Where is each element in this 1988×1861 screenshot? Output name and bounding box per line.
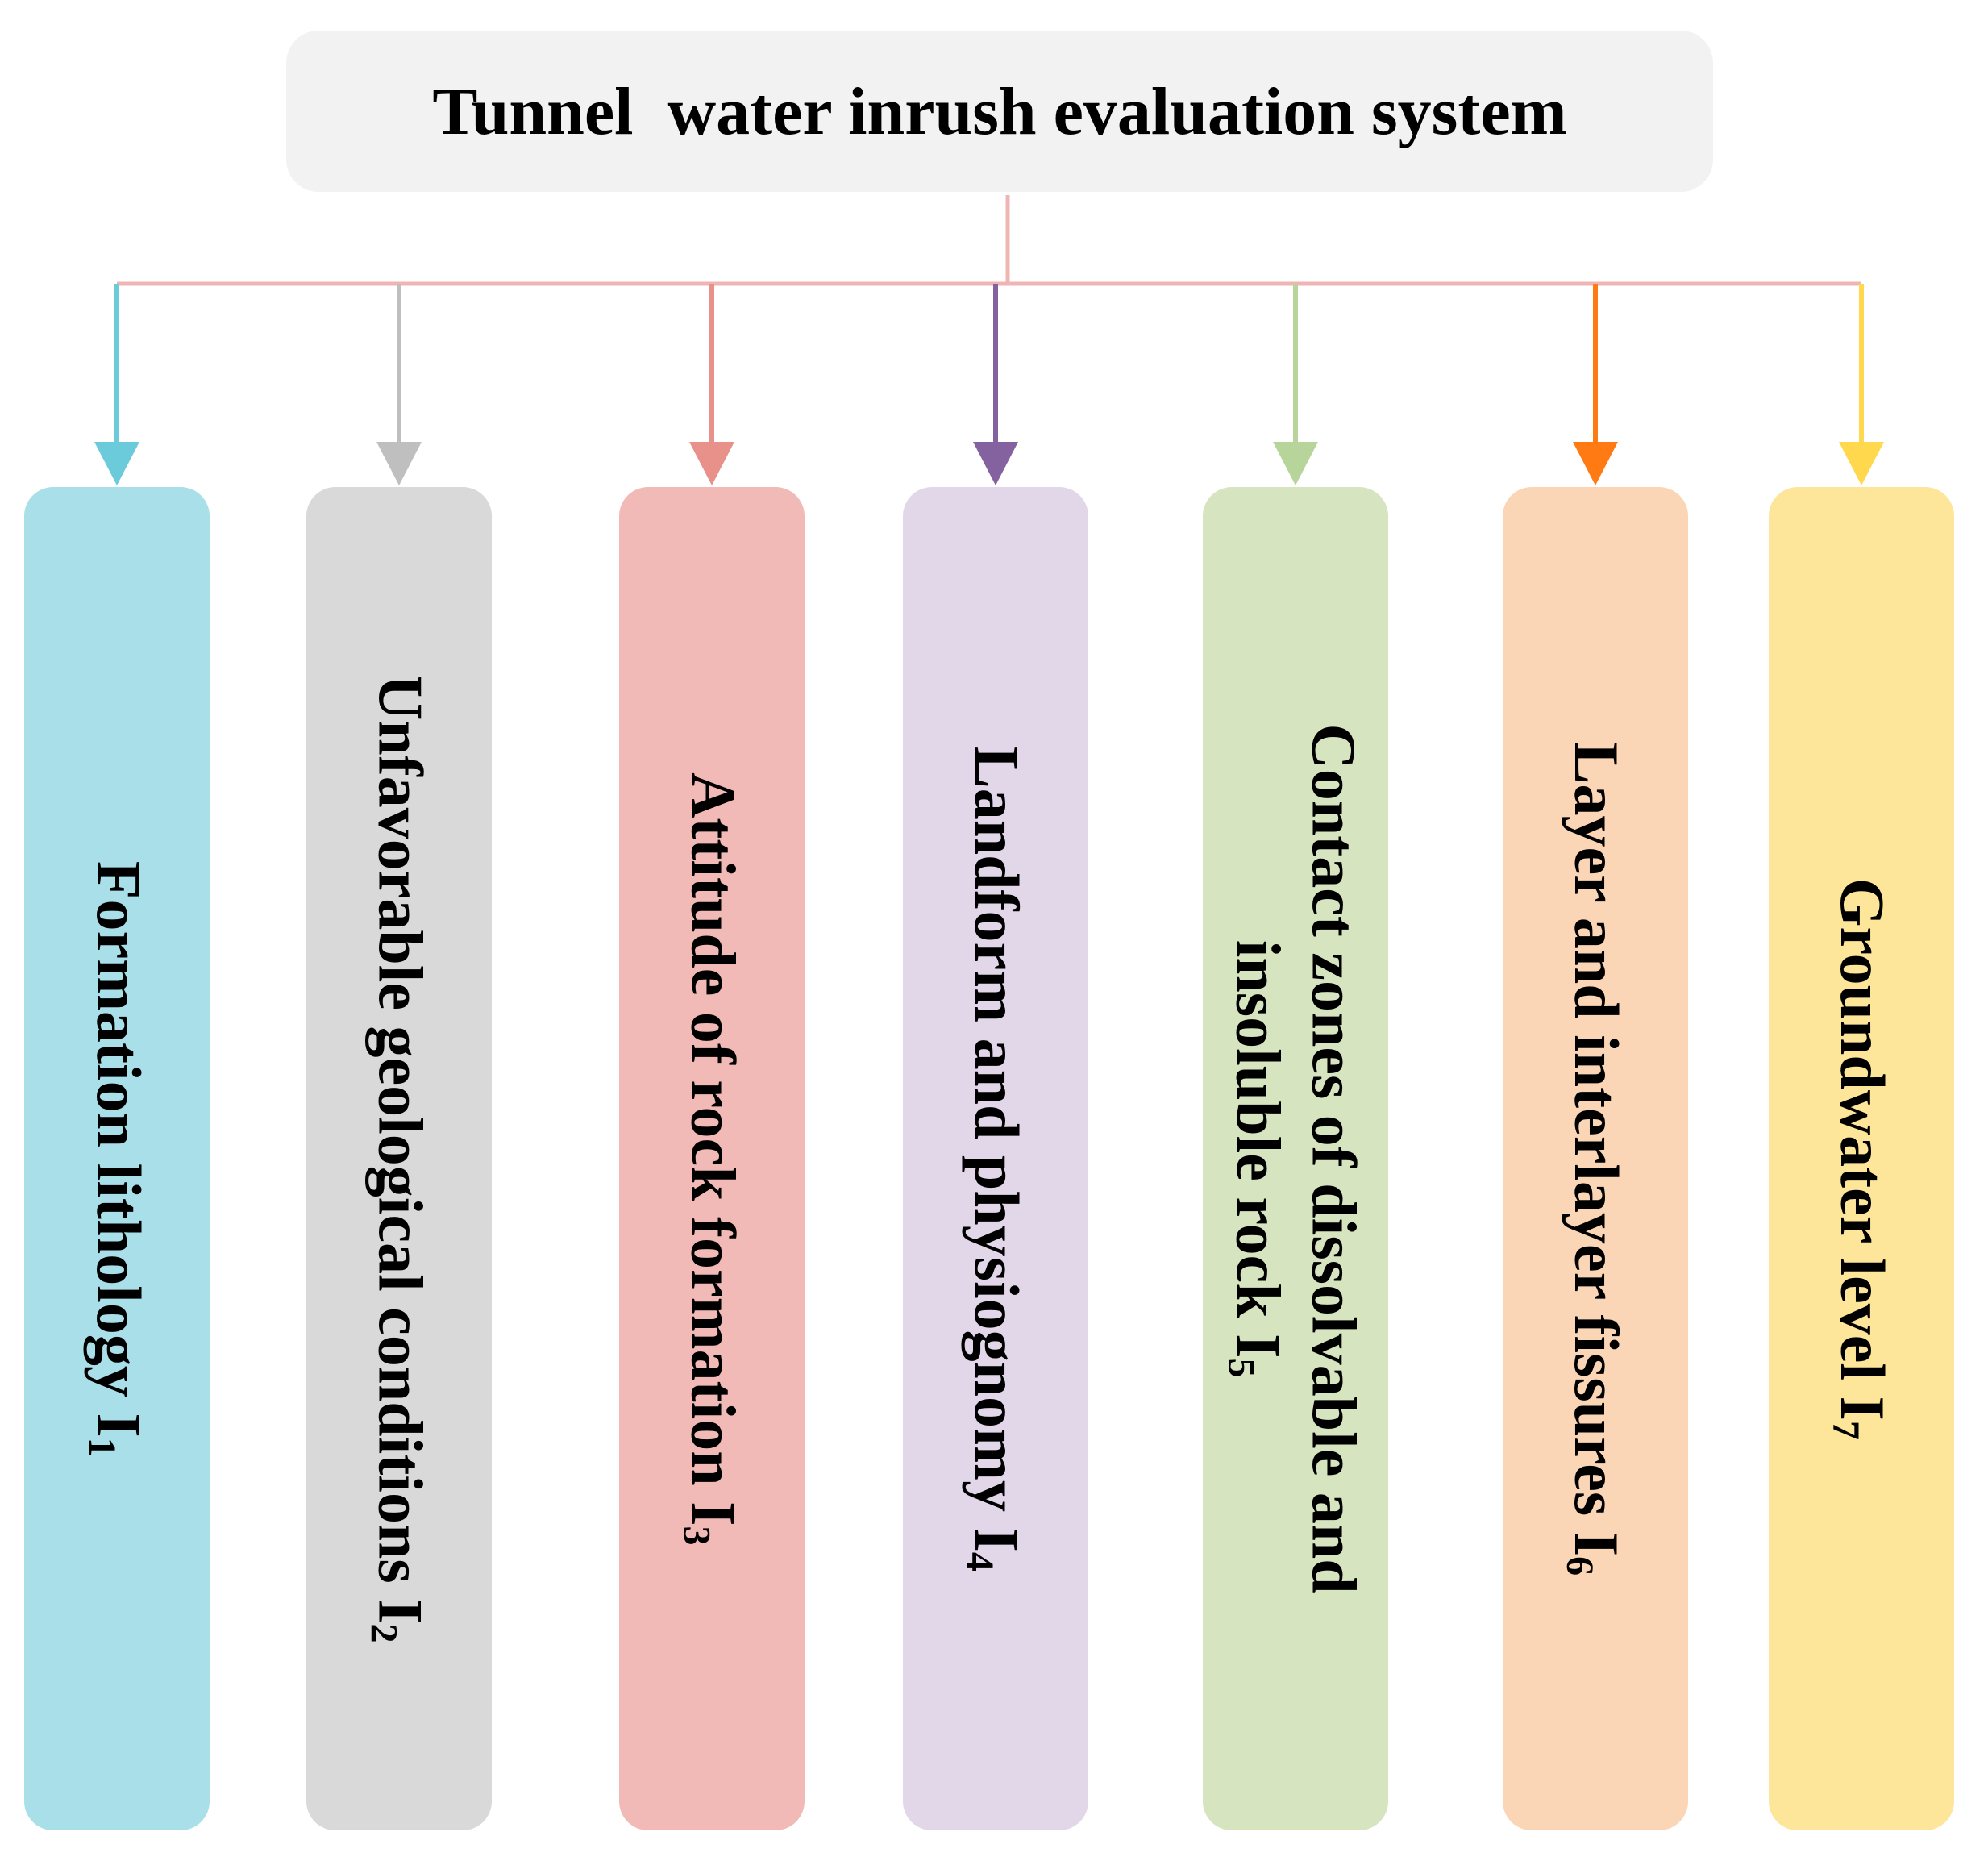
factor-label-wrap: Attitude of rock formation I3 <box>619 487 805 1830</box>
factor-index-subscript: 1 <box>80 1437 123 1457</box>
factor-label-text: Attitude of rock formation I <box>678 772 749 1526</box>
factor-label-text: Contact zones of dissolvable and <box>1300 723 1370 1594</box>
factor-label: Layer and interlayer fissures I6 <box>1557 742 1635 1576</box>
factor-label-line: Layer and interlayer fissures I6 <box>1557 742 1635 1576</box>
factor-label-text: Formation lithology I <box>83 860 154 1438</box>
arrow-head-2 <box>376 442 422 485</box>
factor-node-6: Layer and interlayer fissures I6 <box>1503 487 1688 1830</box>
factor-node-7: Groundwater level I7 <box>1769 487 1954 1830</box>
factor-index-subscript: 4 <box>959 1551 1002 1572</box>
factor-label: Landform and physiognomy I4 <box>957 746 1035 1571</box>
factor-label-wrap: Groundwater level I7 <box>1769 487 1954 1830</box>
factor-index-subscript: 6 <box>1558 1555 1602 1576</box>
factor-label-line: Contact zones of dissolvable and <box>1297 723 1373 1593</box>
factor-label-wrap: Landform and physiognomy I4 <box>903 487 1088 1830</box>
arrow-head-4 <box>973 442 1018 485</box>
factor-label-wrap: Unfavorable geological conditions I2 <box>306 487 492 1830</box>
factor-label-text: Layer and interlayer fissures I <box>1562 742 1632 1556</box>
factor-label-line: Attitude of rock formation I3 <box>673 772 751 1545</box>
factor-label-wrap: Layer and interlayer fissures I6 <box>1503 487 1688 1830</box>
factor-label-wrap: Formation lithology I1 <box>24 487 210 1830</box>
factor-label-line: Landform and physiognomy I4 <box>957 746 1035 1571</box>
factor-index-subscript: 3 <box>675 1526 718 1546</box>
factor-label-text: insoluble rock I <box>1224 939 1295 1359</box>
factor-label-line: Unfavorable geological conditions I2 <box>360 675 439 1643</box>
factor-index-subscript: 2 <box>362 1623 406 1643</box>
factor-node-3: Attitude of rock formation I3 <box>619 487 805 1830</box>
factor-label: Formation lithology I1 <box>78 861 156 1457</box>
factor-label: Groundwater level I7 <box>1823 877 1901 1439</box>
factor-label-text: Landform and physiognomy I <box>962 746 1033 1552</box>
arrow-head-5 <box>1273 442 1318 485</box>
factor-index-subscript: 5 <box>1221 1358 1264 1378</box>
factor-label-line: Groundwater level I7 <box>1823 877 1901 1439</box>
arrow-head-1 <box>94 442 139 485</box>
factor-node-1: Formation lithology I1 <box>24 487 210 1830</box>
factor-label-text: Groundwater level I <box>1828 877 1899 1421</box>
arrow-head-7 <box>1839 442 1884 485</box>
factor-index-subscript: 7 <box>1824 1420 1868 1440</box>
factor-label-line: insoluble rock I5 <box>1219 723 1297 1593</box>
factor-node-2: Unfavorable geological conditions I2 <box>306 487 492 1830</box>
root-node-title: Tunnel water inrush evaluation system <box>286 31 1713 192</box>
factor-label: Attitude of rock formation I3 <box>673 772 751 1545</box>
factor-label-text: Unfavorable geological conditions I <box>365 674 436 1624</box>
arrow-head-3 <box>689 442 734 485</box>
factor-label: Unfavorable geological conditions I2 <box>360 675 439 1643</box>
arrow-head-6 <box>1573 442 1618 485</box>
factor-node-4: Landform and physiognomy I4 <box>903 487 1088 1830</box>
factor-label-line: Formation lithology I1 <box>78 861 156 1457</box>
